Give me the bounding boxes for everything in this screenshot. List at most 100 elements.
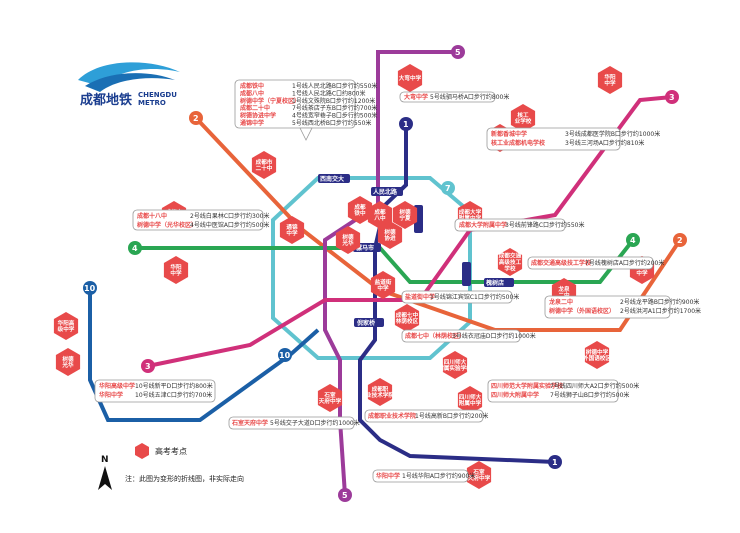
hex-shape-h24	[597, 66, 623, 94]
svg-text:4: 4	[132, 244, 138, 253]
hex-label-h11-0: 大弯中学	[399, 74, 422, 82]
hex-shape-h7	[392, 201, 418, 229]
bottom_right_box-name-1: 四川师大附属中学	[491, 391, 539, 399]
hex-shape-h10	[394, 304, 420, 332]
svg-text:3: 3	[669, 93, 675, 102]
center_box-info-0: 1号线锦江宾馆C1口步行约500米	[430, 293, 519, 301]
right_mid_box-name-0: 新都香城中学	[491, 130, 527, 138]
hex-label-h19-0: 华阳高	[58, 319, 75, 327]
line-badges: 5 1 2 3 4 4 2 7 3 10 10 5 1	[83, 45, 687, 502]
left_box-name-1: 树德中学（光华校区）	[137, 221, 197, 229]
hex-shape-h20	[317, 384, 343, 412]
hex-marker-h19[interactable]: 华阳高级中学	[53, 312, 79, 340]
top_box-info-0: 1号线人民北路B口步行约550米	[292, 82, 377, 90]
hex-label-h15-0: 成都交通	[499, 252, 522, 260]
hex-marker-h20[interactable]: 石室天府中学	[317, 384, 343, 412]
left_box-name-0: 成都十八中	[137, 212, 167, 220]
line-3-path	[147, 95, 673, 368]
right_low_box-info-1: 2号线洪河A1口步行约1700米	[620, 307, 701, 315]
center_box2-name-0: 成都七中（林荫校区）	[405, 332, 465, 340]
bottom_right_box-info-0: 7号线四川师大A2口步行约500米	[550, 382, 639, 390]
hex-marker-h18[interactable]: 华阳中学	[163, 256, 189, 284]
hex-label-h17-1: 外国语校区	[582, 354, 611, 362]
svg-text:10: 10	[84, 284, 96, 293]
legend-hex-label: 高考考点	[155, 446, 187, 456]
hex-label-h8-0: 树德	[384, 228, 396, 236]
svg-text:1: 1	[403, 120, 409, 129]
hex-shape-h5	[347, 196, 373, 224]
line-5-path	[323, 50, 458, 496]
top_box-info-1: 1号线人民北路C口约800米	[292, 89, 365, 97]
hex-label-h17-0: 树德中学	[586, 348, 609, 356]
hex-marker-h9[interactable]: 盐道街中学	[370, 271, 396, 299]
logo-en-bottom: METRO	[138, 99, 166, 107]
right_low_box-info-0: 2号线龙平路B口步行约900米	[620, 298, 699, 306]
station-shijiao: 骡马市	[356, 244, 374, 252]
top_box-name-0: 成都铁中	[240, 82, 264, 90]
hex-marker-h15[interactable]: 成都交通高级技工学校	[497, 248, 523, 276]
svg-text:5: 5	[455, 48, 461, 57]
legend-hex-icon	[135, 443, 149, 459]
hex-shape-h8	[377, 221, 403, 249]
hex-shape-h25	[55, 348, 81, 376]
hex-shape-h15	[497, 248, 523, 276]
top_box-name-4: 树德协进中学	[240, 112, 276, 120]
top_box-name-5: 通锦中学	[240, 119, 264, 127]
hex-label-h25-1: 光华	[61, 361, 74, 369]
bottom_mid_box-name-0: 石室天府中学	[231, 419, 268, 427]
hex-shape-h17	[584, 341, 610, 369]
top_box-info-3: 7号线茶店子东B口步行约700米	[292, 104, 377, 112]
hex-label-h20-1: 天府中学	[319, 397, 342, 405]
top_box-info-4: 4号线宽窄巷子B口步行约500米	[292, 112, 377, 120]
left_box-info-0: 2号线白果林C口步行约300米	[190, 212, 269, 220]
hex-label-h4-0: 通锦	[286, 223, 298, 231]
hex-label-h16-0: 龙泉	[557, 285, 570, 293]
hex-marker-h6[interactable]: 成都八中	[367, 201, 393, 229]
bottom_left_box-name-1: 华阳中学	[99, 391, 123, 399]
hex-label-h15-2: 学校	[504, 264, 516, 272]
station-renminbeilu: 人民北路	[373, 188, 398, 196]
station-plates: 西南交大 人民北路 骡马市 倪家桥 槐树店	[318, 174, 514, 327]
hex-shape-h18	[163, 256, 189, 284]
hex-shape-h12	[510, 104, 536, 132]
svg-text:10: 10	[279, 351, 291, 360]
hex-marker-h8[interactable]: 树德协进	[377, 221, 403, 249]
hex-shape-h11	[397, 64, 423, 92]
hex-marker-h4[interactable]: 通锦中学	[279, 216, 305, 244]
bottom_box_vocational-info-0: 1号线高新B口步行约200米	[415, 412, 488, 420]
callout-center2: 成都七中（林荫校区）3号线衣冠庙D口步行约1000米	[401, 329, 536, 343]
hex-label-h19-1: 级中学	[58, 325, 75, 333]
right_top_box-info-0: 5号线驷马桥A口步行约800米	[430, 93, 509, 101]
svg-text:2: 2	[677, 236, 683, 245]
svg-text:7: 7	[445, 184, 451, 193]
hex-label-h10-1: 林荫校区	[396, 317, 419, 325]
hex-shape-h3	[335, 226, 361, 254]
hex-shape-h21	[367, 378, 393, 406]
hex-marker-h27[interactable]: 石室天府中学	[466, 461, 492, 489]
hex-marker-h23[interactable]: 四川师大附属中学	[457, 386, 483, 414]
hex-marker-h5[interactable]: 成都铁中	[347, 196, 373, 224]
center_box-name-0: 盐道街中学	[405, 293, 435, 301]
hex-marker-h24[interactable]: 华阳中学	[597, 66, 623, 94]
line-10-path	[88, 288, 320, 422]
hex-label-h14-0: 成都大学	[459, 208, 482, 216]
hex-label-h6-0: 成都	[374, 208, 386, 216]
hex-marker-h21[interactable]: 成都职业技术学院	[366, 378, 394, 406]
hex-label-h24-0: 华阳	[604, 73, 616, 81]
bottom_right_box-info-1: 7号线狮子山B口步行约500米	[550, 391, 629, 399]
hex-marker-h11[interactable]: 大弯中学	[397, 64, 423, 92]
hex-label-h18-0: 华阳	[170, 263, 182, 271]
